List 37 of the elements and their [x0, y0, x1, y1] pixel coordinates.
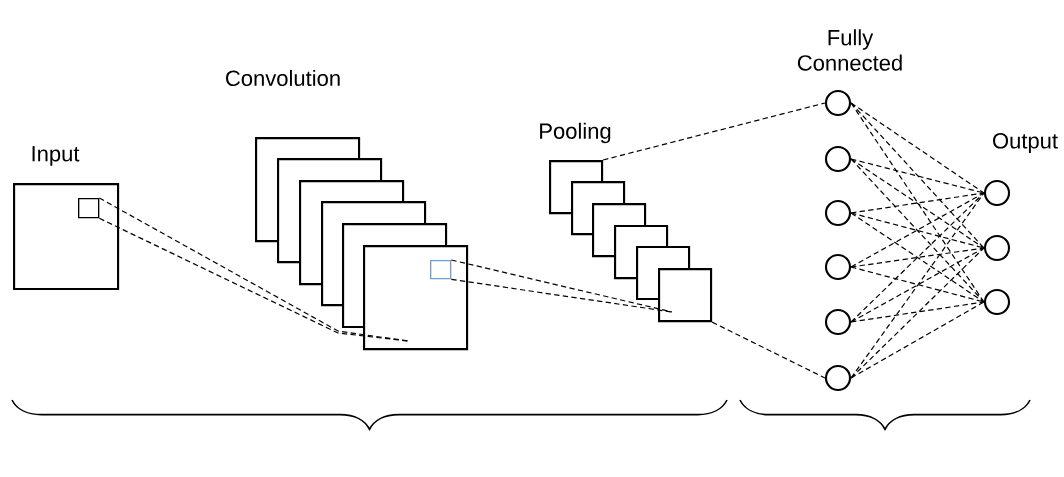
- window-square: [78, 198, 100, 219]
- feature-map: [13, 183, 120, 291]
- dashed-line: [850, 102, 985, 194]
- dashed-line: [711, 321, 826, 379]
- neuron-circle: [824, 145, 852, 173]
- layer-label: Input: [32, 146, 80, 166]
- neuron-circle: [824, 253, 852, 281]
- layer-label: Pooling: [540, 122, 611, 144]
- neuron-circle: [983, 234, 1011, 262]
- dashed-line: [602, 102, 826, 161]
- neuron-circle: [824, 308, 852, 336]
- neuron-circle: [824, 199, 852, 227]
- dashed-line: [850, 247, 985, 379]
- dashed-line: [850, 158, 985, 303]
- neuron-circle: [824, 364, 852, 392]
- window-square: [430, 260, 452, 280]
- dashed-line: [850, 158, 985, 249]
- feature-map: [658, 268, 713, 323]
- dashed-line: [850, 192, 985, 214]
- dashed-line: [450, 278, 673, 313]
- dashed-line: [850, 247, 985, 268]
- layer-label: Fully Connected: [797, 29, 902, 71]
- dashed-line: [850, 212, 985, 303]
- dashed-line: [850, 247, 985, 323]
- dashed-line: [850, 266, 985, 303]
- feature-map: [363, 245, 469, 351]
- neuron-circle: [983, 288, 1011, 316]
- dashed-line: [850, 301, 985, 379]
- dashed-line: [850, 301, 985, 323]
- layer-label: Output: [993, 133, 1058, 153]
- neuron-circle: [983, 179, 1011, 207]
- neuron-circle: [824, 89, 852, 117]
- dashed-line: [850, 192, 985, 323]
- dashed-line: [850, 102, 985, 303]
- dashed-line: [850, 192, 985, 268]
- layer-label: Convolution: [226, 69, 340, 87]
- dashed-line: [850, 192, 985, 379]
